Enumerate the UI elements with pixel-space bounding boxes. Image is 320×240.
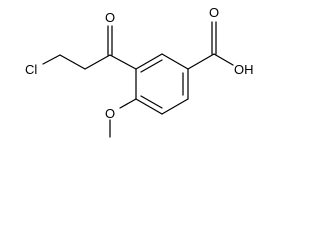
bond-c2-c3: [84, 54, 111, 70]
structure-canvas: Cl O O OH O: [25, 5, 254, 138]
ketone-oxygen-label: O: [105, 10, 115, 25]
ring-bond-2: [161, 53, 189, 70]
bond-ring-cooh: [187, 53, 215, 70]
acid-carbonyl-oxygen-label: O: [209, 5, 219, 20]
bond-c1-c2: [59, 54, 86, 70]
ring-bond-4: [161, 98, 189, 115]
bond-cl-c1: [42, 54, 61, 65]
methoxy-oxygen-label: O: [105, 106, 115, 121]
bond-c3-ring: [109, 54, 137, 70]
molecule-diagram: Cl O O OH O: [25, 5, 254, 138]
bond-ring-methoxy-o: [119, 98, 137, 109]
bond-acid-c-oh: [213, 53, 234, 66]
ring-bond-5: [135, 98, 163, 115]
ring-inner-bond-1: [140, 59, 163, 73]
chlorine-label: Cl: [25, 62, 37, 77]
ring-bond-1: [135, 53, 163, 70]
acid-hydroxyl-label: OH: [234, 62, 254, 77]
ring-inner-bond-3: [140, 95, 163, 109]
